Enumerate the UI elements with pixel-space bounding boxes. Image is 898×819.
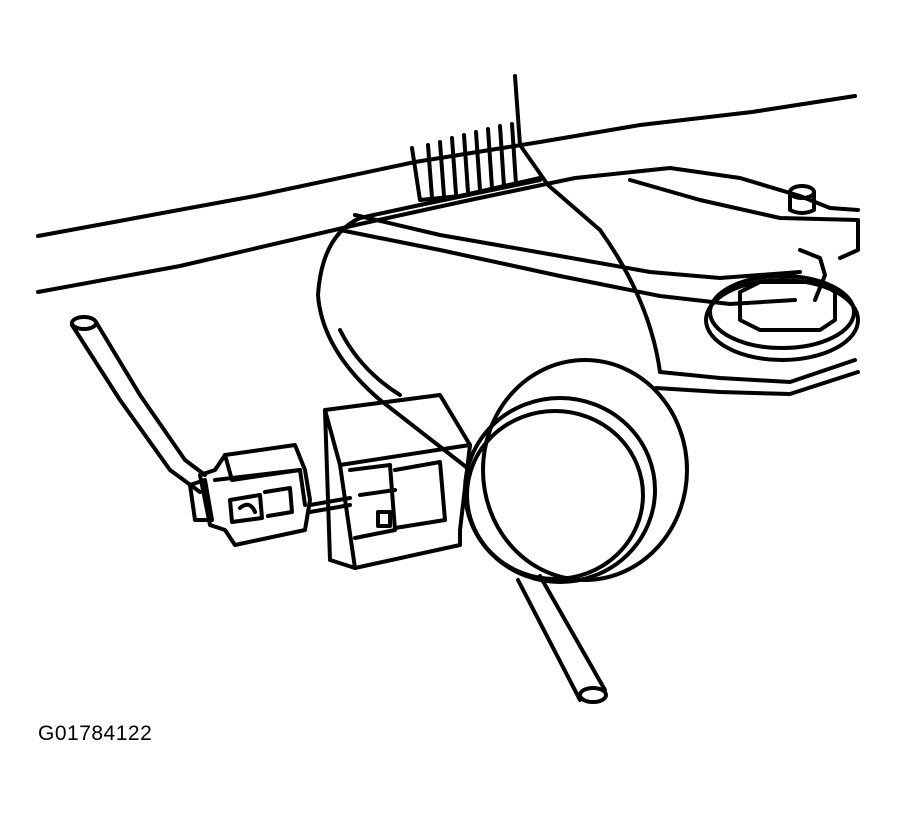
wiring-harness	[72, 317, 212, 520]
harness-connector	[200, 445, 350, 545]
outlet-tube	[518, 576, 606, 702]
motor-body	[318, 180, 660, 470]
figure-id-label: G01784122	[38, 722, 153, 745]
mounting-bracket	[412, 76, 600, 230]
motor-end-cap	[465, 360, 687, 582]
linkage-arm	[340, 215, 825, 304]
frame-rail	[38, 96, 858, 292]
motor-connector	[325, 395, 470, 568]
bolt-nut	[656, 186, 858, 394]
